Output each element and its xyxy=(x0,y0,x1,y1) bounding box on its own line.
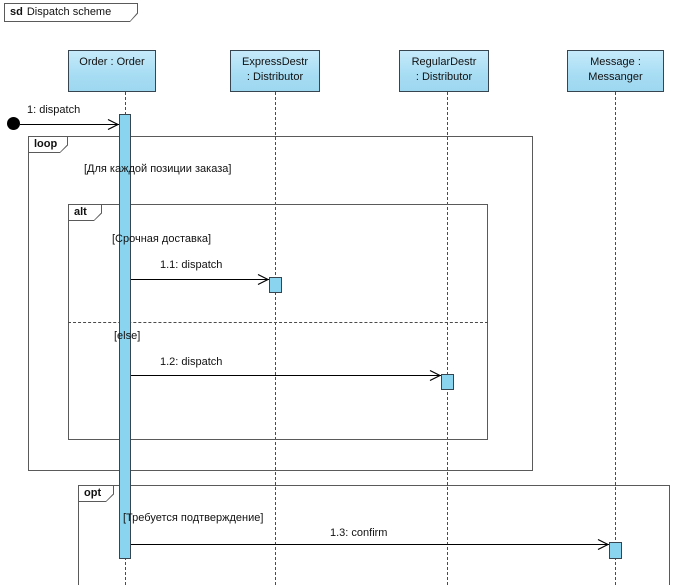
fragment-operator-opt: opt xyxy=(78,485,114,502)
lifeline-head-order-line1: Order : Order xyxy=(79,56,145,68)
message-1-2-line xyxy=(131,375,441,376)
fragment-operator-alt: alt xyxy=(68,204,102,221)
diagram-title: Dispatch scheme xyxy=(26,6,112,18)
fragment-operator-opt-text: opt xyxy=(79,486,113,501)
message-1-1-line xyxy=(131,279,269,280)
lifeline-regular[interactable] xyxy=(447,92,448,585)
activation-message[interactable] xyxy=(609,542,622,559)
lifeline-head-express[interactable]: ExpressDestr : Distributor xyxy=(230,50,320,92)
alt-guard-else: [else] xyxy=(114,330,141,342)
lifeline-head-express-line2: : Distributor xyxy=(246,71,304,83)
arrowhead-icon xyxy=(257,273,269,286)
lifeline-head-regular-line2: : Distributor xyxy=(415,71,473,83)
message-1-2-label: 1.2: dispatch xyxy=(160,356,223,368)
activation-express[interactable] xyxy=(269,277,282,293)
lifeline-head-regular[interactable]: RegularDestr : Distributor xyxy=(399,50,489,92)
found-message-circle xyxy=(7,117,20,130)
loop-guard: [Для каждой позиции заказа] xyxy=(84,163,232,175)
arrowhead-icon xyxy=(429,369,441,382)
fragment-operator-alt-text: alt xyxy=(69,205,101,220)
arrowhead-icon xyxy=(597,538,609,551)
lifeline-head-message-line1: Message : xyxy=(590,56,641,68)
alt-guard-if: [Срочная доставка] xyxy=(112,233,212,245)
lifeline-head-express-line1: ExpressDestr xyxy=(241,56,309,68)
alt-else-divider xyxy=(68,322,488,323)
opt-guard: [Требуется подтверждение] xyxy=(123,512,264,524)
combined-fragment-opt[interactable]: opt xyxy=(78,485,670,585)
message-1-line xyxy=(20,124,119,125)
arrowhead-icon xyxy=(107,118,119,131)
lifeline-head-regular-line1: RegularDestr xyxy=(411,56,477,68)
activation-regular[interactable] xyxy=(441,374,454,390)
lifeline-message[interactable] xyxy=(615,92,616,585)
fragment-operator-loop: loop xyxy=(28,136,68,153)
message-1-3-line xyxy=(131,544,609,545)
message-1-1-label: 1.1: dispatch xyxy=(160,259,223,271)
combined-fragment-loop[interactable]: loop xyxy=(28,136,533,471)
lifeline-head-message-line2: Messanger xyxy=(588,71,643,83)
message-1-3-label: 1.3: confirm xyxy=(330,527,388,539)
fragment-operator-loop-text: loop xyxy=(29,137,67,152)
diagram-keyword: sd xyxy=(10,6,23,18)
message-1-label: 1: dispatch xyxy=(27,104,81,116)
lifeline-head-order[interactable]: Order : Order xyxy=(68,50,156,92)
activation-order[interactable] xyxy=(119,114,131,559)
lifeline-head-message[interactable]: Message : Messanger xyxy=(567,50,664,92)
diagram-frame-label: sd Dispatch scheme xyxy=(4,3,138,22)
lifeline-express[interactable] xyxy=(275,92,276,585)
diagram-frame-label-text: sd Dispatch scheme xyxy=(5,4,137,21)
